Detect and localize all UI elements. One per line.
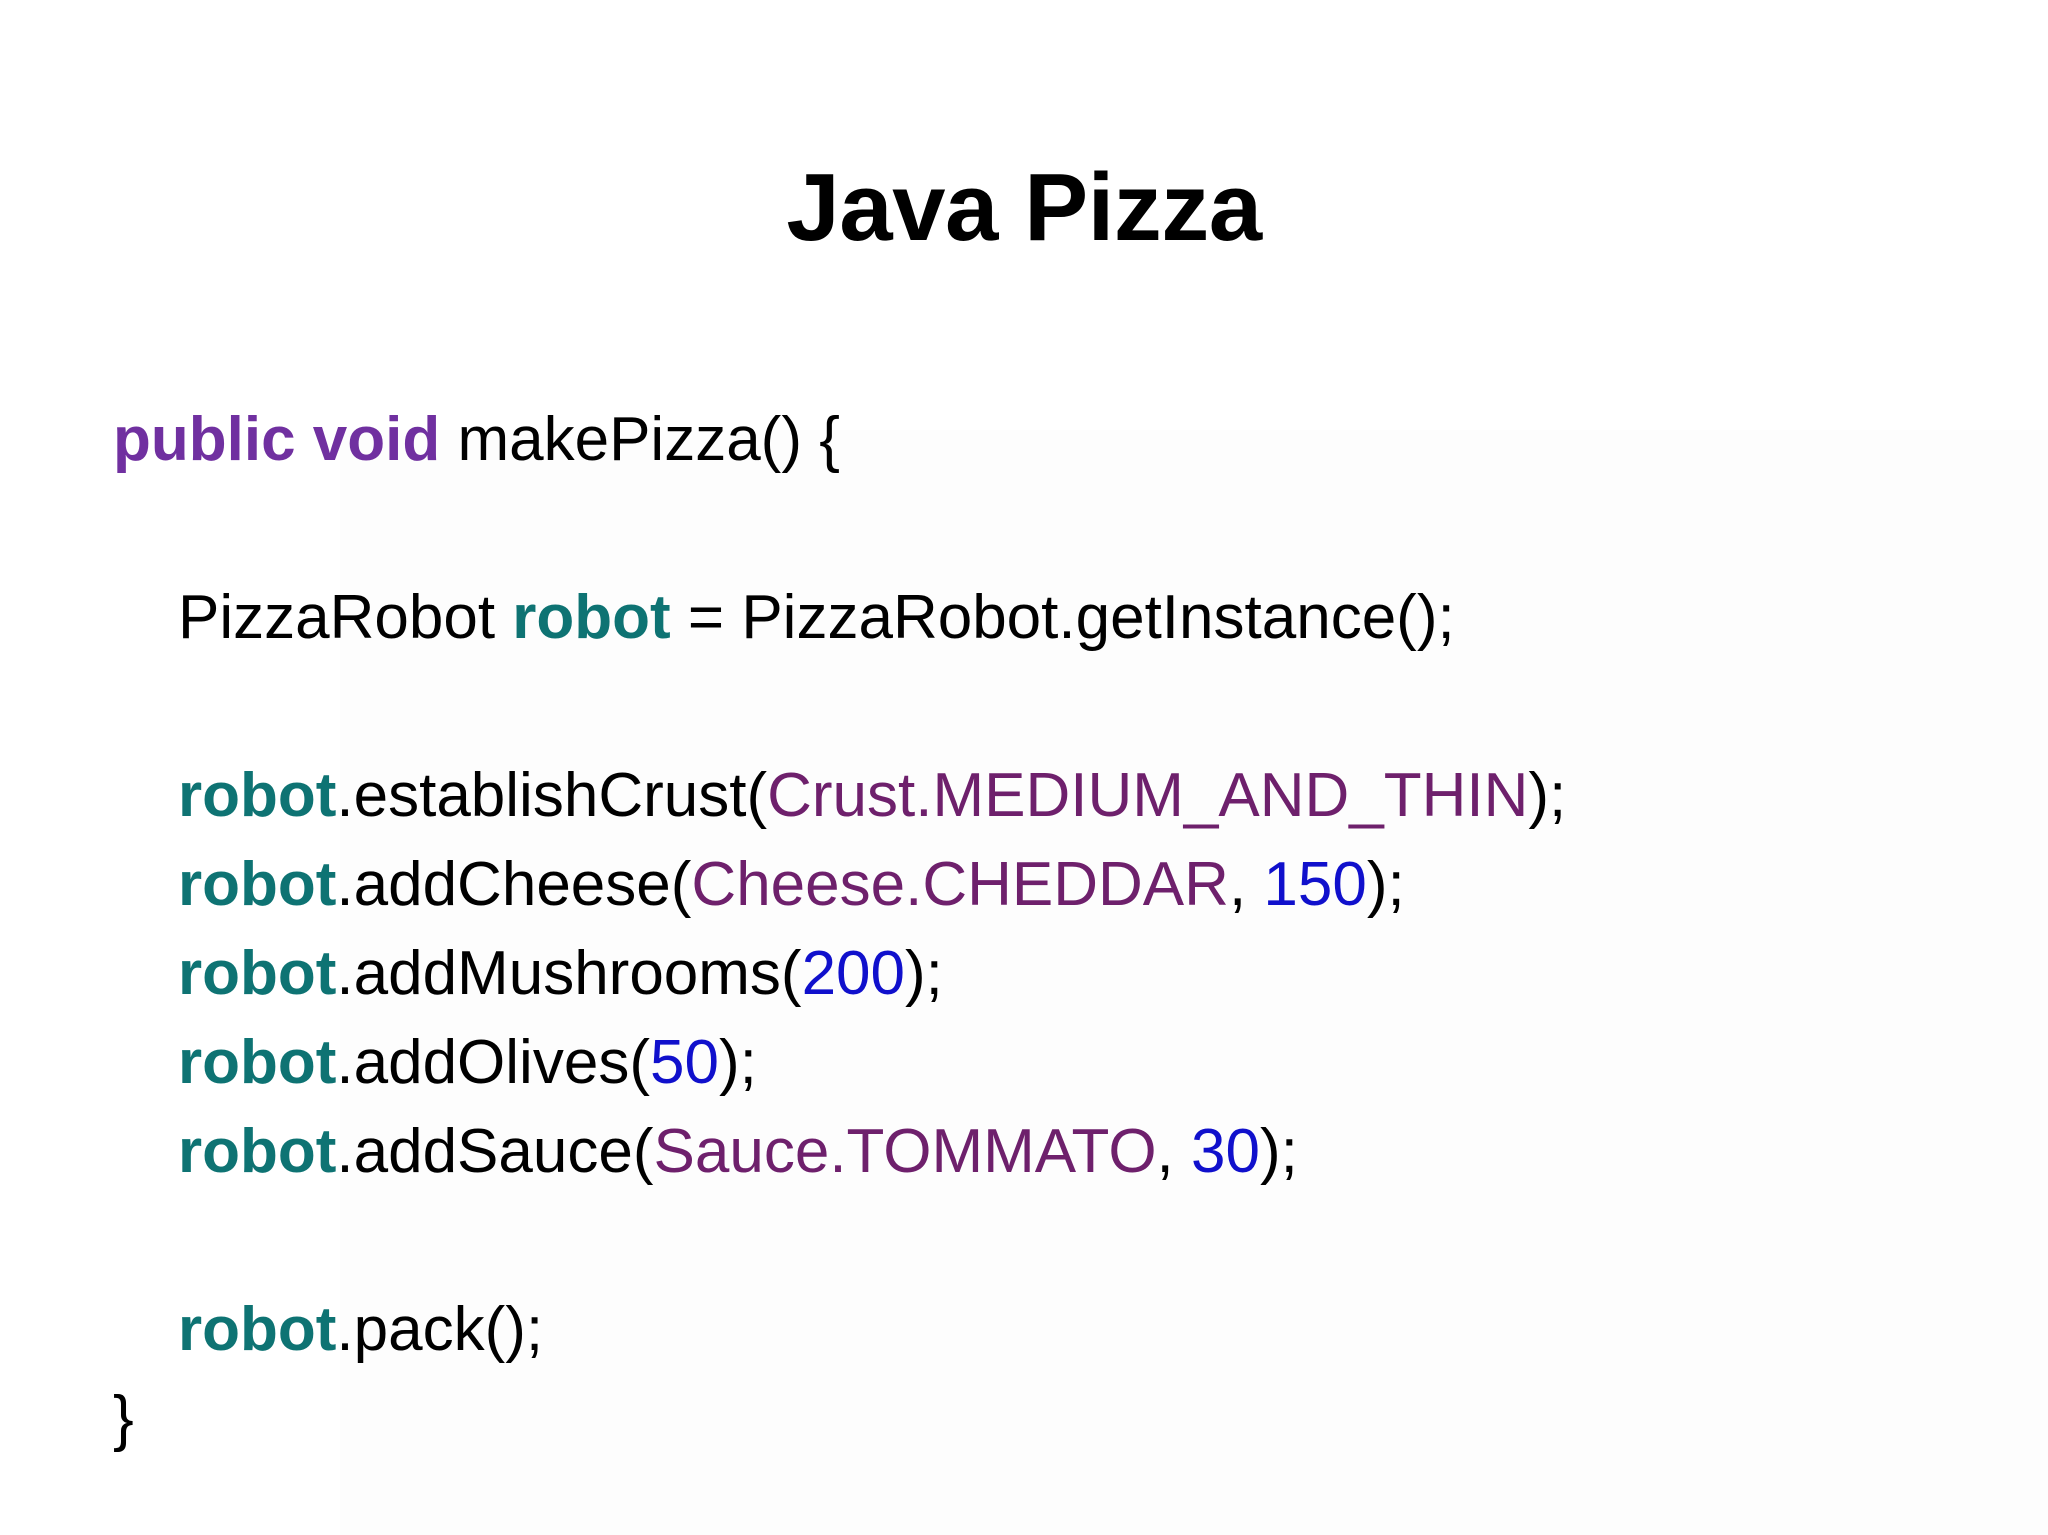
code-token-variable: robot xyxy=(178,1028,337,1097)
code-token-plain: .addCheese( xyxy=(336,850,692,919)
code-line-blank xyxy=(0,1196,2048,1285)
code-line: public void makePizza() { xyxy=(0,395,2048,484)
code-token-plain: = PizzaRobot.getInstance(); xyxy=(670,583,1455,652)
code-line: robot.addMushrooms(200); xyxy=(0,929,2048,1018)
page-title: Java Pizza xyxy=(786,154,1262,262)
code-token-enum-constant: Cheese.CHEDDAR xyxy=(691,850,1229,919)
code-token-number: 50 xyxy=(649,1028,719,1097)
code-token-plain: ); xyxy=(1366,850,1405,919)
code-line: robot.addSauce(Sauce.TOMMATO, 30); xyxy=(0,1107,2048,1196)
code-line: robot.addCheese(Cheese.CHEDDAR, 150); xyxy=(0,840,2048,929)
code-token-plain: .pack(); xyxy=(336,1295,544,1364)
code-token-plain: makePizza() { xyxy=(440,405,840,474)
code-token-variable: robot xyxy=(178,1117,337,1186)
code-token-number: 30 xyxy=(1191,1117,1260,1186)
code-line: robot.addOlives(50); xyxy=(0,1018,2048,1107)
code-token-number: 200 xyxy=(801,939,906,1008)
code-token-keyword: public void xyxy=(113,405,441,474)
code-line: robot.pack(); xyxy=(0,1285,2048,1374)
code-token-plain: ); xyxy=(1528,761,1567,830)
code-token-variable: robot xyxy=(178,1295,337,1364)
code-token-plain: } xyxy=(113,1384,134,1453)
code-token-variable: robot xyxy=(512,583,671,652)
code-token-enum-constant: Sauce.TOMMATO xyxy=(653,1117,1157,1186)
code-token-plain: , xyxy=(1228,850,1264,919)
code-token-variable: robot xyxy=(178,939,337,1008)
code-token-plain: .addSauce( xyxy=(336,1117,654,1186)
code-token-number: 150 xyxy=(1263,850,1367,919)
code-line: PizzaRobot robot = PizzaRobot.getInstanc… xyxy=(0,573,2048,662)
code-line-blank xyxy=(0,484,2048,573)
code-token-enum-constant: Crust.MEDIUM_AND_THIN xyxy=(767,761,1529,830)
code-token-plain: , xyxy=(1156,1117,1191,1186)
code-token-plain: .addOlives( xyxy=(336,1028,650,1097)
code-token-plain: .addMushrooms( xyxy=(336,939,802,1008)
code-token-plain: ); xyxy=(718,1028,757,1097)
code-token-plain: PizzaRobot xyxy=(178,583,513,652)
code-line: } xyxy=(0,1374,2048,1463)
code-token-plain: ); xyxy=(1259,1117,1298,1186)
code-line: robot.establishCrust(Crust.MEDIUM_AND_TH… xyxy=(0,751,2048,840)
code-token-plain: ); xyxy=(905,939,943,1008)
code-token-plain: .establishCrust( xyxy=(336,761,768,830)
code-block: public void makePizza() { PizzaRobot robo… xyxy=(0,395,2048,1463)
code-token-variable: robot xyxy=(178,850,337,919)
code-token-variable: robot xyxy=(178,761,337,830)
code-line-blank xyxy=(0,662,2048,751)
